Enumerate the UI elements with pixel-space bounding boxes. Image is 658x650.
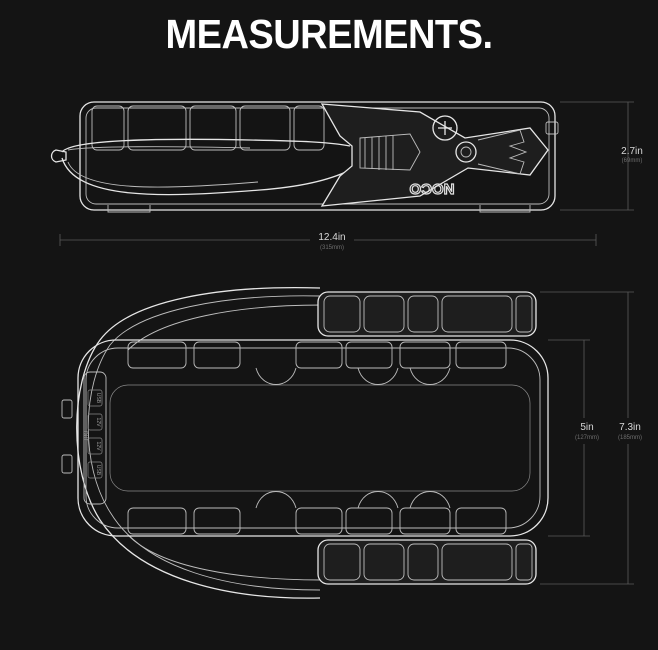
side-cable-top bbox=[61, 138, 351, 153]
side-cable-bottom bbox=[61, 157, 351, 196]
side-view: NOCO bbox=[50, 101, 559, 213]
width-sublabel: (185mm) bbox=[618, 435, 642, 441]
dimension-width: 7.3in (185mm) bbox=[540, 291, 646, 585]
length-sublabel: (315mm) bbox=[320, 245, 344, 251]
side-body-inner bbox=[85, 107, 550, 205]
dimension-height: 2.7in (69mm) bbox=[560, 101, 643, 211]
top-body-outline bbox=[77, 339, 549, 537]
side-body-outline bbox=[79, 101, 556, 211]
side-foot-left bbox=[107, 205, 151, 213]
dimension-inner-width: 5in (127mm) bbox=[548, 339, 600, 537]
width-label: 7.3in bbox=[619, 422, 641, 433]
top-cable-outer bbox=[76, 287, 321, 599]
port-label-5: USB bbox=[95, 465, 101, 476]
latch-lower bbox=[61, 454, 73, 474]
svg-text:NOCO: NOCO bbox=[409, 180, 454, 197]
side-top-bumps bbox=[91, 105, 325, 151]
port-label-3: OUT bbox=[82, 431, 88, 442]
inner-width-sublabel: (127mm) bbox=[575, 435, 599, 441]
top-clamp-lower bbox=[317, 539, 537, 585]
inner-width-label: 5in bbox=[580, 422, 593, 433]
height-sublabel: (69mm) bbox=[622, 158, 643, 164]
length-label: 12.4in bbox=[318, 232, 345, 243]
side-logo: NOCO bbox=[409, 179, 456, 197]
dimension-length: 12.4in (315mm) bbox=[59, 228, 597, 252]
port-panel: USB 12V OUT 12V USB bbox=[61, 371, 107, 505]
clamp-jaw-teeth bbox=[477, 129, 528, 175]
top-bumps-lower bbox=[127, 491, 507, 535]
port-label-1: USB bbox=[95, 393, 101, 404]
page-title: MEASUREMENTS. bbox=[165, 12, 493, 58]
top-clamp-upper bbox=[317, 291, 537, 337]
side-foot-right bbox=[479, 205, 531, 213]
side-clamp: NOCO bbox=[320, 103, 549, 207]
side-cable-tip bbox=[50, 149, 67, 163]
port-label-4: 12V bbox=[95, 442, 101, 452]
top-body-inner bbox=[85, 347, 541, 529]
top-window bbox=[109, 384, 531, 492]
clamp-pivot bbox=[455, 141, 477, 163]
top-bumps-upper bbox=[127, 341, 507, 385]
latch-upper bbox=[61, 399, 73, 419]
top-view: USB 12V OUT 12V USB bbox=[61, 287, 549, 599]
port-label-2: 12V bbox=[95, 418, 101, 428]
height-label: 2.7in bbox=[621, 146, 643, 157]
plus-terminal-icon bbox=[432, 115, 458, 141]
